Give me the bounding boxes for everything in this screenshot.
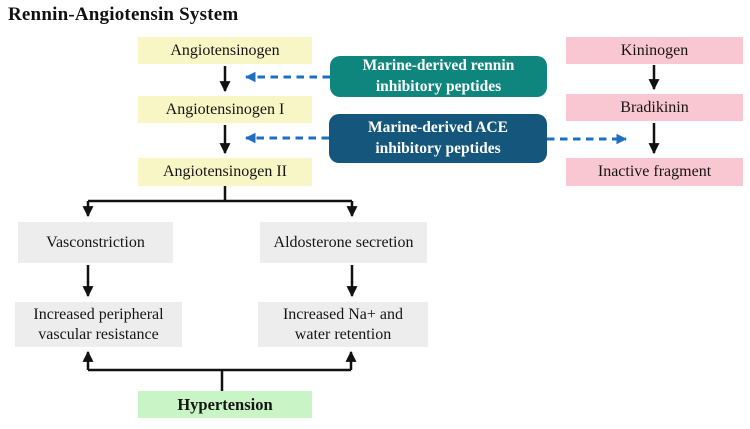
ace-inhibitor-line2: inhibitory peptides <box>375 139 501 157</box>
node-bradikinin: Bradikinin <box>566 94 743 121</box>
node-angiotensinogen-ii: Angiotensinogen II <box>138 158 312 186</box>
renin-inhibitor-line1: Marine-derived rennin <box>362 57 515 75</box>
na-line1: Increased Na+ and <box>282 306 404 324</box>
node-inactive-fragment: Inactive fragment <box>566 158 743 186</box>
peripheral-line1: Increased peripheral <box>33 306 164 324</box>
node-angiotensinogen-i: Angiotensinogen I <box>138 96 312 123</box>
node-aldosterone-secretion: Aldosterone secretion <box>260 222 427 263</box>
ace-inhibitor-line1: Marine-derived ACE <box>368 119 508 137</box>
node-angiotensinogen: Angiotensinogen <box>138 37 312 64</box>
peripheral-line2: vascular resistance <box>38 325 159 343</box>
diagram-title: Rennin-Angiotensin System <box>8 4 239 25</box>
renin-inhibitor-line2: inhibitory peptides <box>375 77 502 95</box>
node-vasoconstriction: Vasconstriction <box>18 222 173 263</box>
node-renin-inhibitory-peptides: Marine-derived rennin inhibitory peptide… <box>330 56 547 97</box>
node-peripheral-resistance: Increased peripheral vascular resistance <box>15 302 182 347</box>
node-ace-inhibitory-peptides: Marine-derived ACE inhibitory peptides <box>329 114 547 163</box>
node-hypertension: Hypertension <box>138 391 312 418</box>
node-kininogen: Kininogen <box>566 37 743 64</box>
na-line2: water retention <box>294 325 392 343</box>
node-na-water-retention: Increased Na+ and water retention <box>258 302 428 347</box>
